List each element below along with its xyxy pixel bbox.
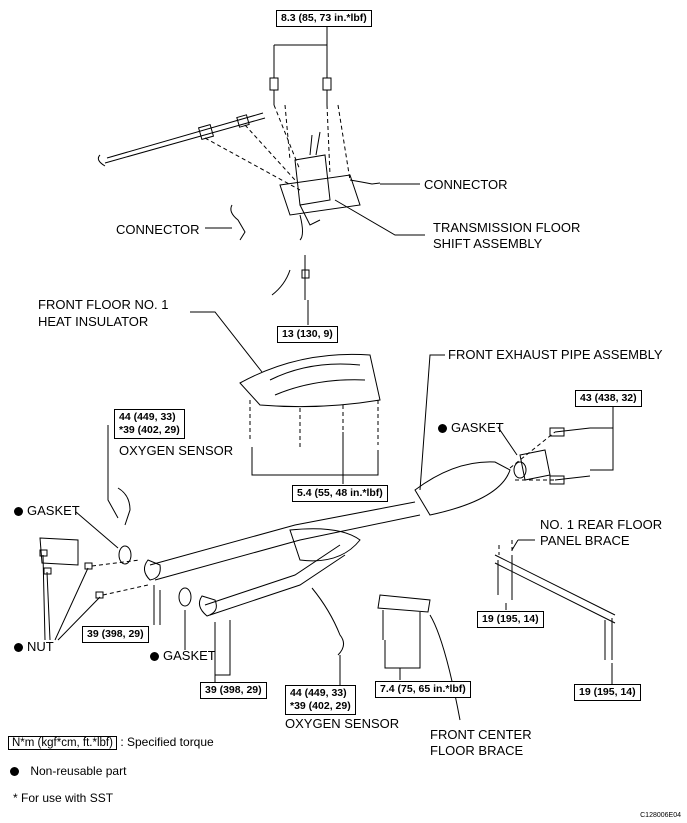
transmission-shift-assembly <box>279 131 361 241</box>
gasket-center-label: GASKET <box>150 648 216 663</box>
connector-left-label: CONNECTOR <box>116 222 200 237</box>
heat-insulator-label-2: HEAT INSULATOR <box>38 314 149 329</box>
gasket-left-text: GASKET <box>27 503 80 518</box>
heat-insulator-label-1: FRONT FLOOR NO. 1 <box>38 297 169 312</box>
gasket-left-label: GASKET <box>14 503 80 518</box>
torque-exhaust-flange: 43 (438, 32) <box>575 390 642 407</box>
gasket-center <box>178 587 192 607</box>
gasket-center-text: GASKET <box>163 648 216 663</box>
legend-non-reusable-text: Non-reusable part <box>30 764 127 778</box>
legend-torque-desc: : Specified torque <box>120 735 214 749</box>
torque-nut-left: 39 (398, 29) <box>82 626 149 643</box>
connector-right-part <box>349 179 381 185</box>
torque-sensor-front-line2: *39 (402, 29) <box>119 424 180 436</box>
rear-flange <box>509 427 591 485</box>
legend-sst: * For use with SST <box>13 791 114 805</box>
figure-code: C128006E04 <box>640 812 681 819</box>
center-brace-label-1: FRONT CENTER <box>430 727 532 742</box>
center-brace <box>377 594 431 680</box>
front-exhaust-pipe <box>144 461 511 617</box>
torque-sensor-rear-line2: *39 (402, 29) <box>290 700 351 712</box>
torque-center-brace: 7.4 (75, 65 in.*lbf) <box>375 681 471 698</box>
connector-right-label: CONNECTOR <box>424 177 508 192</box>
connector-left-part <box>230 204 246 241</box>
top-bolts <box>269 77 332 105</box>
non-reusable-dot <box>14 643 23 652</box>
gasket-right-text: GASKET <box>451 420 504 435</box>
torque-sensor-rear: 44 (449, 33) *39 (402, 29) <box>285 685 356 715</box>
torque-sensor-front-line1: 44 (449, 33) <box>119 411 176 423</box>
torque-sensor-rear-line1: 44 (449, 33) <box>290 687 347 699</box>
nut-label: NUT <box>14 639 54 654</box>
rear-brace-label-2: PANEL BRACE <box>540 533 630 548</box>
torque-rear-brace-upper: 19 (195, 14) <box>477 611 544 628</box>
non-reusable-dot <box>438 424 447 433</box>
gasket-left <box>118 545 132 565</box>
non-reusable-dot <box>14 507 23 516</box>
rear-brace-label-1: NO. 1 REAR FLOOR <box>540 517 663 532</box>
legend-torque: N*m (kgf*cm, ft.*lbf) : Specified torque <box>8 735 214 750</box>
non-reusable-dot <box>150 652 159 661</box>
torque-shift-lower: 13 (130, 9) <box>277 326 338 343</box>
transmission-label-2: SHIFT ASSEMBLY <box>433 236 543 251</box>
oxygen-sensor-rear <box>311 587 344 656</box>
torque-heat-insulator: 5.4 (55, 48 in.*lbf) <box>292 485 388 502</box>
heat-insulator <box>239 353 381 450</box>
legend-torque-unit: N*m (kgf*cm, ft.*lbf) <box>8 736 117 750</box>
oxygen-sensor-bottom-label: OXYGEN SENSOR <box>285 716 400 731</box>
front-exhaust-label: FRONT EXHAUST PIPE ASSEMBLY <box>448 347 663 362</box>
gasket-right <box>513 461 527 479</box>
transmission-label-1: TRANSMISSION FLOOR <box>433 220 581 235</box>
gasket-right-label: GASKET <box>438 420 504 435</box>
shift-cable <box>97 112 301 191</box>
center-brace-label-2: FLOOR BRACE <box>430 743 524 758</box>
leader-top-torque <box>273 27 328 78</box>
nuts-left <box>39 537 149 641</box>
torque-top: 8.3 (85, 73 in.*lbf) <box>276 10 372 27</box>
torque-rear-brace-lower: 19 (195, 14) <box>574 684 641 701</box>
oxygen-sensor-top-label: OXYGEN SENSOR <box>119 443 234 458</box>
non-reusable-dot <box>10 767 19 776</box>
legend-non-reusable: Non-reusable part <box>10 764 126 778</box>
rear-floor-brace <box>494 540 616 660</box>
torque-sensor-front: 44 (449, 33) *39 (402, 29) <box>114 409 185 439</box>
torque-nut-center: 39 (398, 29) <box>200 682 267 699</box>
nut-text: NUT <box>27 639 54 654</box>
oxygen-sensor-front <box>117 487 131 526</box>
